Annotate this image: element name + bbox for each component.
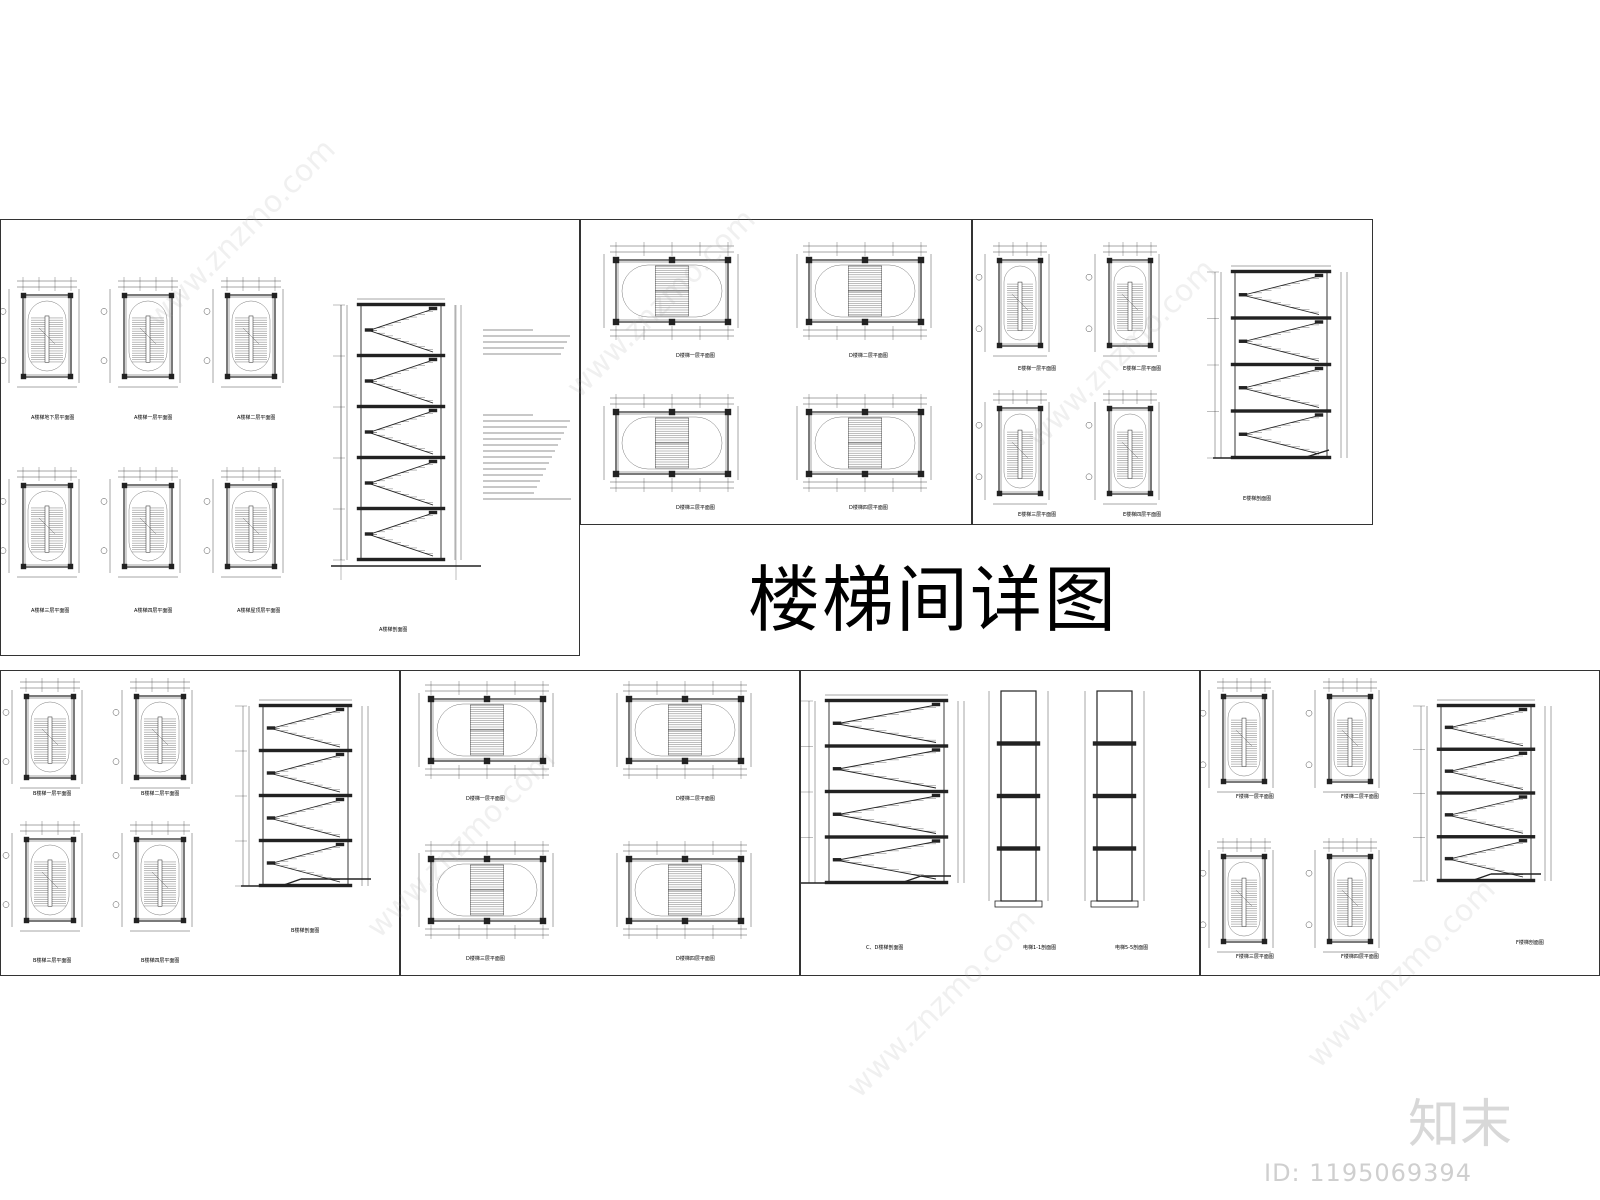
plan-caption: D楼梯二层平面图 bbox=[676, 796, 715, 802]
plan-caption: E楼梯二层平面图 bbox=[1123, 366, 1162, 372]
plan-caption: A楼梯一层平面图 bbox=[134, 415, 173, 421]
plan-caption: E楼梯四层平面图 bbox=[1123, 512, 1162, 518]
plan-caption: F楼梯一层平面图 bbox=[1236, 794, 1274, 800]
section-caption: C、D楼梯剖面图 bbox=[866, 945, 904, 951]
image-id-label: ID: 1195069394 bbox=[1264, 1159, 1472, 1187]
plan-caption: A楼梯屋顶层平面图 bbox=[237, 608, 281, 614]
plan-caption: E楼梯三层平面图 bbox=[1018, 512, 1057, 518]
plan-caption: B楼梯二层平面图 bbox=[141, 791, 180, 797]
page-title: 楼梯间详图 bbox=[748, 558, 1119, 642]
sheet-d-top-drawing bbox=[603, 242, 932, 492]
plan-caption: D楼梯四层平面图 bbox=[849, 505, 888, 511]
section-caption: 电梯1-1剖面图 bbox=[1023, 945, 1057, 951]
sheet-f-drawing bbox=[1201, 678, 1552, 953]
plan-caption: D楼梯一层平面图 bbox=[676, 353, 715, 359]
plan-caption: D楼梯三层平面图 bbox=[676, 505, 715, 511]
section-caption: A楼梯剖面图 bbox=[379, 627, 408, 633]
section-caption: E楼梯剖面图 bbox=[1243, 496, 1272, 502]
sheet-a: A楼梯地下层平面图 A楼梯一层平面图 A楼梯二层平面图 A楼梯三层平面图 A楼梯… bbox=[0, 219, 580, 656]
plan-caption: A楼梯三层平面图 bbox=[31, 608, 70, 614]
sheet-f: F楼梯一层平面图 F楼梯二层平面图 F楼梯三层平面图 F楼梯四层平面图 F楼梯剖… bbox=[1200, 670, 1600, 976]
plan-caption: D楼梯四层平面图 bbox=[676, 956, 715, 962]
plan-caption: F楼梯四层平面图 bbox=[1341, 954, 1379, 960]
plan-caption: F楼梯二层平面图 bbox=[1341, 794, 1379, 800]
plan-caption: A楼梯四层平面图 bbox=[134, 608, 173, 614]
plan-caption: D楼梯三层平面图 bbox=[466, 956, 505, 962]
sheet-c: C、D楼梯剖面图 电梯1-1剖面图 电梯5-5剖面图 bbox=[800, 670, 1200, 976]
plan-caption: D楼梯二层平面图 bbox=[849, 353, 888, 359]
plan-caption: B楼梯三层平面图 bbox=[33, 958, 72, 964]
plan-caption: B楼梯一层平面图 bbox=[33, 791, 72, 797]
plan-caption: E楼梯一层平面图 bbox=[1018, 366, 1057, 372]
sheet-b: B楼梯一层平面图 B楼梯二层平面图 B楼梯三层平面图 B楼梯四层平面图 B楼梯剖… bbox=[0, 670, 400, 976]
sheet-e: E楼梯一层平面图 E楼梯二层平面图 E楼梯三层平面图 E楼梯四层平面图 E楼梯剖… bbox=[972, 219, 1373, 525]
section-caption: 电梯5-5剖面图 bbox=[1115, 945, 1149, 951]
section-caption: B楼梯剖面图 bbox=[291, 928, 320, 934]
plan-caption: B楼梯四层平面图 bbox=[141, 958, 180, 964]
brand-logo: 知末 bbox=[1408, 1095, 1513, 1155]
plan-caption: A楼梯二层平面图 bbox=[237, 415, 276, 421]
sheet-e-drawing bbox=[975, 242, 1348, 505]
plan-caption: A楼梯地下层平面图 bbox=[31, 415, 75, 421]
sheet-d-bottom-drawing bbox=[418, 681, 752, 939]
sheet-d-top: D楼梯一层平面图 D楼梯二层平面图 D楼梯三层平面图 D楼梯四层平面图 bbox=[580, 219, 972, 525]
plan-caption: F楼梯三层平面图 bbox=[1236, 954, 1274, 960]
sheet-d-bottom: D楼梯一层平面图 D楼梯二层平面图 D楼梯三层平面图 D楼梯四层平面图 bbox=[400, 670, 800, 976]
sheet-c-drawing bbox=[801, 690, 1145, 908]
plan-caption: D楼梯一层平面图 bbox=[466, 796, 505, 802]
sheet-a-drawing bbox=[1, 277, 571, 580]
sheet-b-drawing bbox=[2, 678, 371, 932]
section-caption: F楼梯剖面图 bbox=[1516, 940, 1544, 946]
